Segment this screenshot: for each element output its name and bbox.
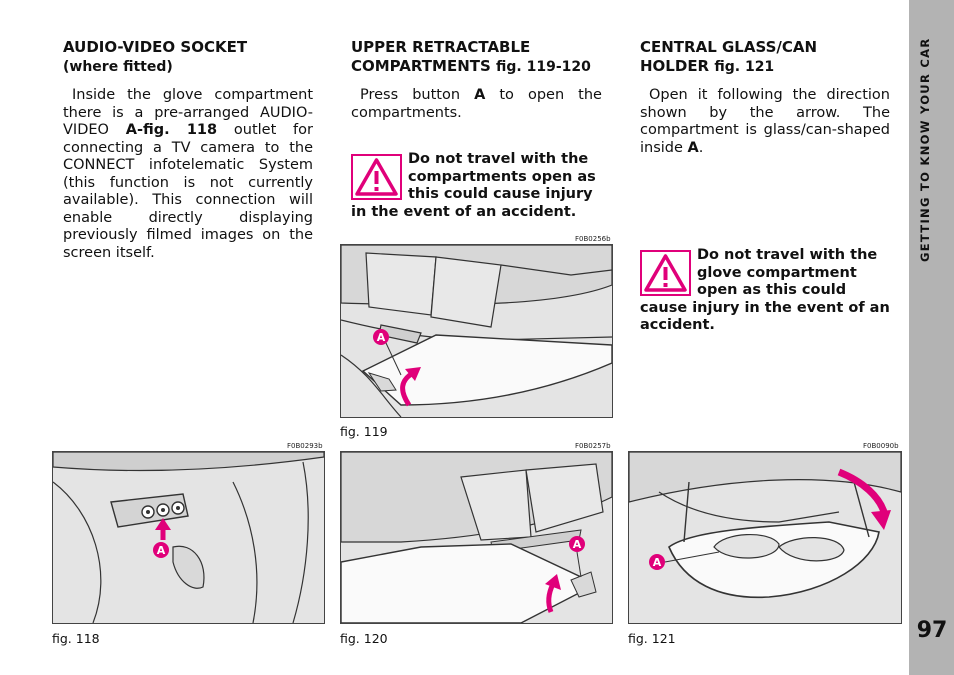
figure-121-illustration: A	[628, 451, 902, 624]
warning-note: Do not travel with the compartments open…	[351, 151, 602, 221]
figure-code: F0B0256b	[575, 235, 611, 243]
callout-marker: A	[653, 556, 662, 569]
figure-code: F0B0090b	[863, 442, 899, 450]
body-text: Press button	[360, 87, 475, 103]
audio-video-section: AUDIO-VIDEO SOCKET (where fitted) Inside…	[63, 38, 313, 262]
figure-caption: fig. 119	[340, 424, 388, 439]
figure-code: F0B0293b	[287, 442, 323, 450]
upper-compartments-section: UPPER RETRACTABLE COMPARTMENTS fig. 119-…	[351, 38, 602, 122]
body-text: .	[698, 139, 704, 156]
section-heading: UPPER RETRACTABLE COMPARTMENTS fig. 119-…	[351, 38, 602, 77]
page-number: 97	[916, 618, 948, 643]
figure-caption: fig. 121	[628, 631, 676, 646]
heading-text: AUDIO-VIDEO SOCKET	[63, 38, 248, 56]
section-heading: CENTRAL GLASS/CAN HOLDER fig. 121	[640, 38, 890, 77]
warning-text: Do not travel with the glove compartment…	[640, 247, 890, 333]
figure-code: F0B0257b	[575, 442, 611, 450]
body-text: to open the compartments.	[351, 87, 602, 121]
body-paragraph: Press button A to open the compartments.	[351, 87, 602, 122]
callout-marker: A	[157, 544, 166, 557]
heading-figure-ref: fig. 121	[714, 59, 775, 75]
side-tab	[909, 0, 954, 675]
callout-marker: A	[377, 331, 386, 344]
figure-caption: fig. 118	[52, 631, 100, 646]
figure-118-illustration: A	[52, 451, 325, 624]
heading-text: UPPER RETRACTABLE COMPARTMENTS	[351, 38, 531, 75]
figure-119-illustration: A	[340, 244, 613, 418]
heading-figure-ref: fig. 119-120	[496, 59, 591, 75]
button-reference: A	[474, 87, 486, 103]
warning-icon	[351, 154, 402, 200]
section-heading: AUDIO-VIDEO SOCKET (where fitted)	[63, 38, 313, 77]
heading-text: CENTRAL GLASS/CAN HOLDER	[640, 38, 818, 75]
figure-reference: A-fig. 118	[125, 122, 218, 138]
heading-subtext: (where fitted)	[63, 59, 173, 75]
body-paragraph: Open it following the direction shown by…	[640, 87, 890, 157]
warning-icon	[640, 250, 691, 296]
warning-note: Do not travel with the glove compartment…	[640, 247, 890, 335]
body-paragraph: Inside the glove compartment there is a …	[63, 87, 313, 262]
body-text: Inside the glove compartment there is a …	[63, 87, 313, 138]
body-text: Open it following the direction shown by…	[640, 87, 890, 156]
part-reference: A	[687, 139, 699, 156]
figure-caption: fig. 120	[340, 631, 388, 646]
section-title: GETTING TO KNOW YOUR CAR	[918, 37, 932, 262]
callout-marker: A	[573, 538, 582, 551]
figure-120-illustration: A	[340, 451, 613, 624]
glass-holder-section: CENTRAL GLASS/CAN HOLDER fig. 121 Open i…	[640, 38, 890, 157]
body-text: outlet for connecting a TV camera to the…	[63, 122, 313, 261]
warning-text: Do not travel with the compartments open…	[351, 151, 596, 220]
